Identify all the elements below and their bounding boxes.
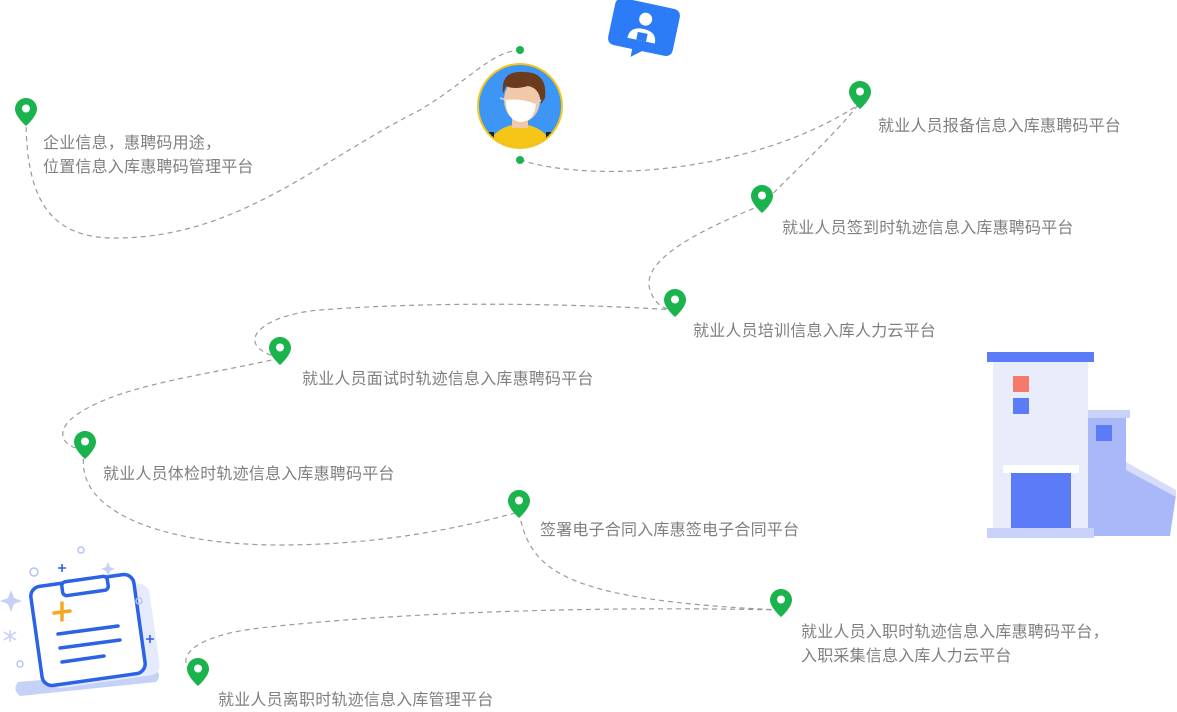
path-interview-to-medical [62, 357, 281, 451]
map-pin-icon [269, 337, 291, 365]
path-training-to-interview [254, 303, 676, 359]
path-report-to-checkin [761, 104, 859, 206]
map-pin-icon [849, 81, 871, 109]
step-label-checkin: 就业人员签到时轨迹信息入库惠聘码平台 [782, 218, 1074, 237]
profile-chat-icon [608, 0, 680, 57]
path-start-to-avatar [25, 49, 521, 239]
map-pin-icon [187, 658, 209, 686]
step-label-enterprise: 企业信息，惠聘码用途， 位置信息入库惠聘码管理平台 [43, 133, 254, 176]
path-onboard-to-leave [185, 608, 781, 679]
map-pin-icon [751, 185, 773, 213]
map-pin-icon [74, 431, 96, 459]
path-checkin-to-training [648, 204, 763, 311]
map-pin-icon [15, 98, 37, 126]
step-label-leave: 就业人员离职时轨迹信息入库管理平台 [218, 690, 494, 709]
step-label-interview: 就业人员面试时轨迹信息入库惠聘码平台 [302, 369, 594, 388]
clipboard-illustration [0, 546, 160, 696]
path-dot [516, 156, 524, 164]
path-medical-to-contract [82, 449, 520, 546]
avatar-masked-person [477, 63, 563, 149]
path-avatar-to-report [519, 104, 859, 173]
step-label-report: 就业人员报备信息入库惠聘码平台 [878, 116, 1122, 135]
map-pin-icon [770, 589, 792, 617]
journey-path [25, 49, 859, 679]
step-label-medical: 就业人员体检时轨迹信息入库惠聘码平台 [103, 464, 395, 483]
path-dot [516, 46, 524, 54]
path-contract-to-onboard [518, 511, 781, 611]
map-pin-icon [664, 289, 686, 317]
building-illustration [987, 352, 1176, 538]
step-label-training: 就业人员培训信息入库人力云平台 [693, 321, 937, 340]
step-label-contract: 签署电子合同入库惠签电子合同平台 [540, 520, 800, 539]
step-label-onboard: 就业人员入职时轨迹信息入库惠聘码平台， 入职采集信息入库人力云平台 [801, 622, 1109, 665]
